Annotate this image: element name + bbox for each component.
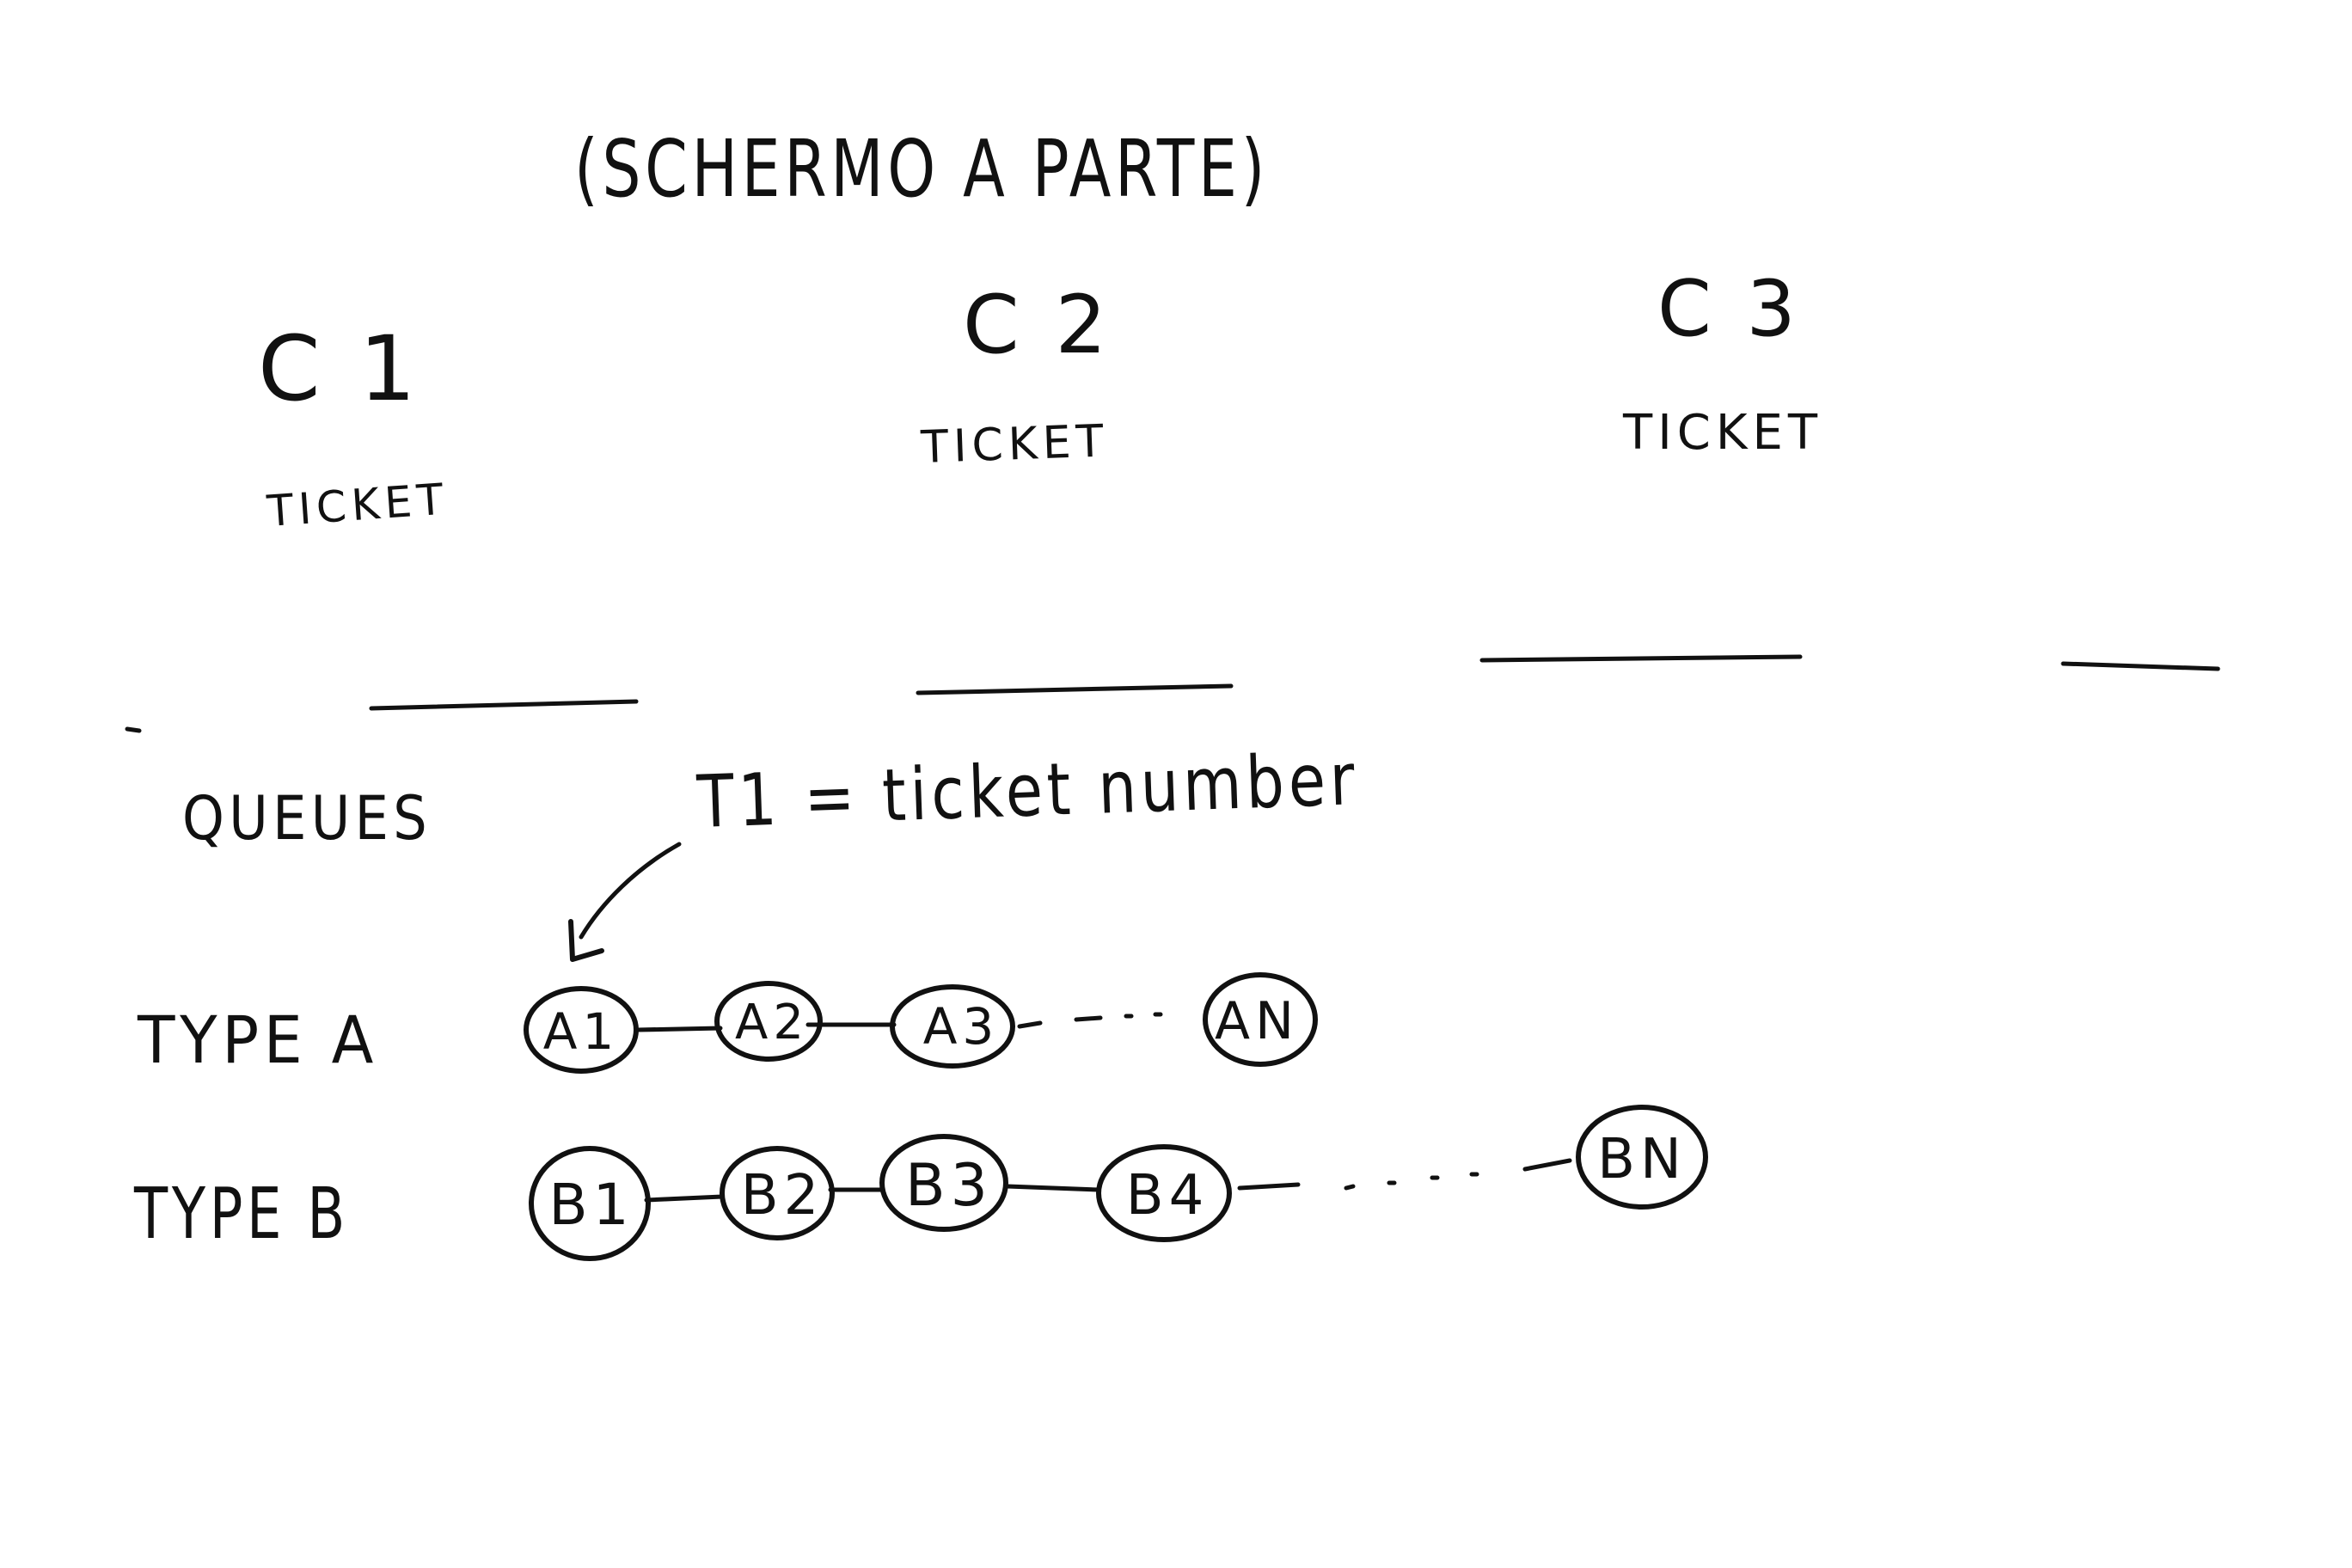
queue-node bbox=[524, 986, 639, 1074]
counter-label-c3: C 3 bbox=[1657, 264, 1801, 354]
queue-link-ellipsis bbox=[1344, 1158, 1572, 1191]
queue-node-label: AN bbox=[1215, 991, 1299, 1051]
queue-label-type-a: TYPE A bbox=[137, 1001, 378, 1078]
queue-label-type-b: TYPE B bbox=[133, 1173, 349, 1255]
separator-line-c2 bbox=[916, 683, 1234, 695]
annotation-arrow bbox=[568, 842, 682, 962]
queues-heading: QUEUES bbox=[182, 783, 432, 854]
queue-link bbox=[644, 1194, 725, 1203]
queue-node bbox=[1576, 1105, 1708, 1210]
queue-node bbox=[720, 1146, 835, 1240]
separator-line-c3 bbox=[1479, 654, 1803, 663]
separator-lines bbox=[125, 654, 2220, 733]
queue-row-type-b: B1 B2 B3 B4 BN bbox=[529, 1105, 1708, 1261]
queue-node-label: B4 bbox=[1126, 1164, 1210, 1228]
counter-ticket-c3: TICKET bbox=[1622, 405, 1822, 461]
queue-link bbox=[1005, 1184, 1101, 1192]
counter-label-c1: C 1 bbox=[258, 316, 421, 421]
counter-label-c2: C 2 bbox=[963, 279, 1112, 372]
queue-link-ellipsis bbox=[1017, 1012, 1163, 1029]
separator-line-extra bbox=[2061, 661, 2220, 671]
queue-row-type-a: A1 A2 A3 AN bbox=[524, 972, 1318, 1074]
queue-node-label: B2 bbox=[741, 1164, 824, 1228]
separator-line-c1 bbox=[369, 699, 639, 711]
queue-node bbox=[1203, 972, 1318, 1067]
separator-dash bbox=[125, 726, 142, 733]
queue-node bbox=[890, 984, 1015, 1069]
annotation-arrow-head bbox=[568, 919, 604, 962]
counter-ticket-c2: TICKET bbox=[919, 415, 1109, 474]
queue-node-label: BN bbox=[1597, 1128, 1687, 1191]
queue-link bbox=[1237, 1182, 1301, 1191]
queue-node-label: A2 bbox=[735, 995, 809, 1050]
counter-ticket-c1: TICKET bbox=[265, 474, 450, 536]
queue-node-label: A1 bbox=[543, 1002, 620, 1061]
queue-node bbox=[1096, 1144, 1232, 1242]
queue-node bbox=[879, 1134, 1008, 1232]
ticket-number-annotation: T1 = ticket number bbox=[695, 737, 1360, 844]
queue-node bbox=[714, 981, 823, 1062]
queue-node bbox=[529, 1146, 651, 1261]
queue-node-label: B1 bbox=[548, 1172, 634, 1238]
queue-node-label: A3 bbox=[923, 997, 1000, 1056]
sketch-title: (SCHERMO A PARTE) bbox=[574, 123, 1269, 215]
queue-node-label: B3 bbox=[905, 1152, 993, 1220]
queue-link bbox=[635, 1026, 723, 1032]
annotation-arrow-curve bbox=[579, 842, 682, 940]
